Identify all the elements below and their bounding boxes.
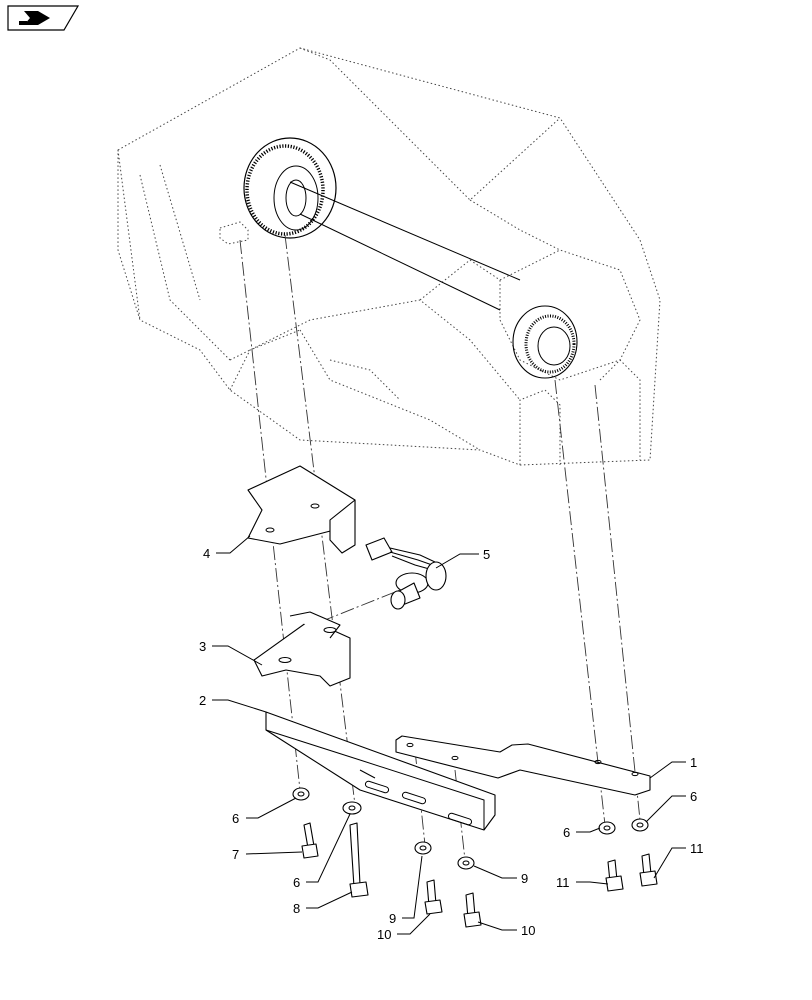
callout-6: 6 [232,811,239,826]
sensor-bracket [253,611,351,687]
callout-11: 11 [556,875,570,890]
callout-5: 5 [483,547,490,562]
callout-4: 4 [203,546,210,561]
toothed-ring [243,137,337,239]
callout-8: 8 [293,901,300,916]
callout-3: 3 [199,639,206,654]
slotted-plate [265,711,496,831]
next-page-button[interactable] [7,5,80,31]
callout-9: 9 [389,911,396,926]
mounting-boss [219,221,249,245]
callout-1: 1 [690,755,697,770]
proximity-sensor [365,537,447,610]
next-page-arrow-icon [19,11,50,25]
callout-6: 6 [690,789,697,804]
pivot-shaft [285,179,521,311]
washers [292,787,649,870]
callout-11: 11 [690,841,704,856]
cranked-arm [395,735,651,796]
boom-assembly-outline [117,47,661,466]
pivot-bushing [512,305,578,379]
callout-2: 2 [199,693,206,708]
callout-10: 10 [521,923,535,938]
callout-7: 7 [232,847,239,862]
callout-6: 6 [293,875,300,890]
bolts [301,822,658,928]
callout-9: 9 [521,871,528,886]
callout-labels: 4 5 3 2 1 6 6 6 7 6 8 9 9 10 10 11 11 [199,546,704,942]
callout-6: 6 [563,825,570,840]
leader-lines [212,535,686,935]
sensor-mount-bracket [247,465,356,554]
callout-10: 10 [377,927,391,942]
